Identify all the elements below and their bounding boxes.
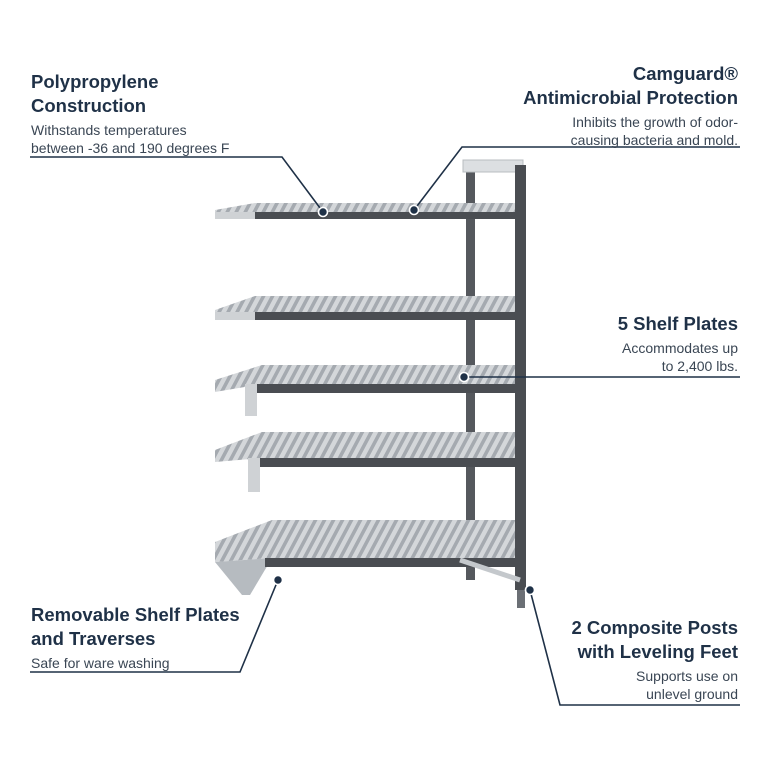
description-line: Supports use on [636,668,738,684]
description-line: between -36 and 190 degrees F [31,140,230,156]
leader-removable [30,574,284,673]
description-line: Inhibits the growth of odor- [572,114,738,130]
callout-title: 5 Shelf Plates [618,312,738,336]
callout-description: Accommodates up to 2,400 lbs. [618,339,738,375]
shelf-3 [215,365,517,416]
shelf-1 [215,203,517,219]
title-line: Camguard® [632,63,738,84]
callout-posts: 2 Composite Posts with Leveling Feet Sup… [571,616,738,703]
title-line: Antimicrobial Protection [523,87,738,108]
shelf-5 [215,520,521,595]
description-line: causing bacteria and mold. [570,132,738,148]
callout-description: Supports use on unlevel ground [571,667,738,703]
callout-title: Camguard® Antimicrobial Protection [523,62,738,110]
shelf-4 [215,432,517,492]
title-line: Construction [31,95,147,116]
callout-title: Polypropylene Construction [31,70,229,118]
leader-polypropylene [30,156,329,218]
shelf-2 [215,296,517,320]
callout-removable: Removable Shelf Plates and Traverses Saf… [31,603,240,672]
callout-description: Safe for ware washing [31,654,240,672]
callout-description: Inhibits the growth of odor- causing bac… [523,113,738,149]
callout-polypropylene: Polypropylene Construction Withstands te… [31,70,229,157]
description-line: Accommodates up [622,340,738,356]
callout-shelf-plates: 5 Shelf Plates Accommodates up to 2,400 … [618,312,738,375]
callout-title: Removable Shelf Plates and Traverses [31,603,240,651]
leader-posts [524,584,740,706]
callout-description: Withstands temperatures between -36 and … [31,121,229,157]
description-line: Withstands temperatures [31,122,187,138]
description-line: unlevel ground [646,686,738,702]
description-line: Safe for ware washing [31,655,170,671]
title-line: Removable Shelf Plates [31,604,240,625]
title-line: with Leveling Feet [577,641,738,662]
callout-camguard: Camguard® Antimicrobial Protection Inhib… [523,62,738,149]
description-line: to 2,400 lbs. [661,358,738,374]
title-line: and Traverses [31,628,156,649]
leader-shelf-plates [458,371,740,383]
title-line: 2 Composite Posts [571,617,738,638]
title-line: Polypropylene [31,71,159,92]
callout-title: 2 Composite Posts with Leveling Feet [571,616,738,664]
leader-camguard [408,146,740,216]
title-line: 5 Shelf Plates [617,313,738,334]
